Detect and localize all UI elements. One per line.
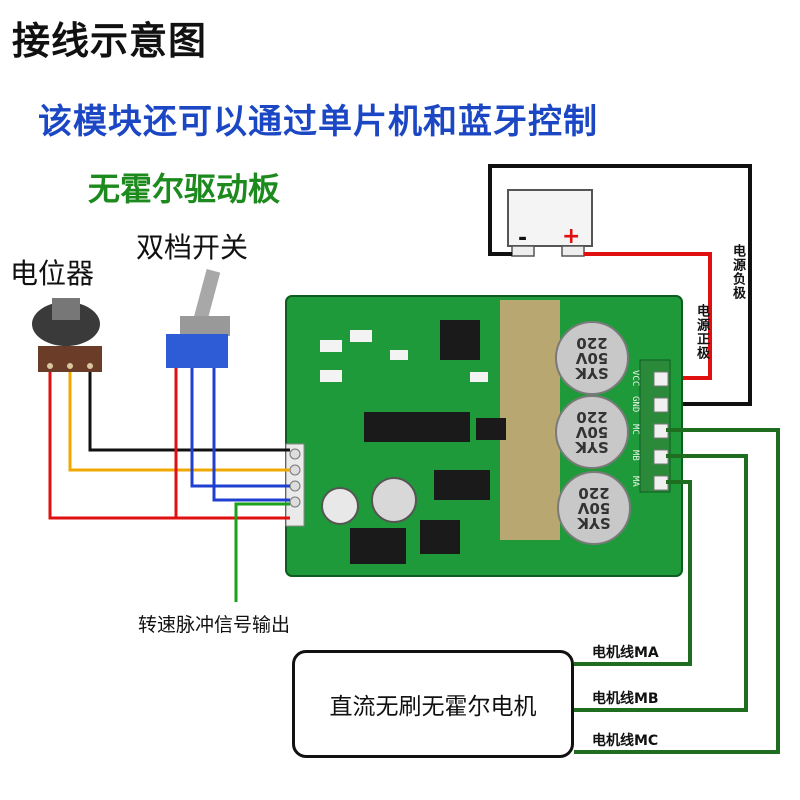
power-negative-label: 电源负极 <box>730 244 745 300</box>
pulse-output-wire <box>234 502 290 602</box>
motor-label: 直流无刷无霍尔电机 <box>329 694 537 720</box>
switch-label: 双档开关 <box>136 231 249 264</box>
motor-mb-wire <box>574 454 748 712</box>
switch-blue-wire-2 <box>212 368 290 502</box>
pin-gnd-label: GND <box>630 396 640 413</box>
toggle-switch-icon <box>166 269 230 368</box>
pin-vcc-label: VCC <box>630 370 640 387</box>
motor-wire-mb-label: 电机线MB <box>592 691 659 707</box>
motor-ma-wire <box>574 480 692 666</box>
pot-red-wire <box>48 372 290 520</box>
pulse-output-label: 转速脉冲信号输出 <box>138 614 291 636</box>
switch-blue-wire <box>190 368 290 488</box>
motor-wire-ma-label: 电机线MA <box>592 645 659 661</box>
board-pin-pads <box>289 371 669 508</box>
battery-icon <box>507 189 593 257</box>
motor-wire-mc-label: 电机线MC <box>592 733 659 749</box>
power-negative-wire <box>488 164 752 406</box>
board-label: 无霍尔驱动板 <box>88 170 281 208</box>
potentiometer-label: 电位器 <box>10 257 95 290</box>
battery-minus: - <box>518 226 528 251</box>
pin-mb-label: MB <box>630 450 640 461</box>
page-title: 接线示意图 <box>12 19 208 63</box>
pot-black-wire <box>88 372 290 452</box>
power-positive-label: 电源正极 <box>694 304 709 360</box>
battery-plus: + <box>562 224 581 249</box>
motor-mc-wire <box>574 428 780 754</box>
page-subtitle: 该模块还可以通过单片机和蓝牙控制 <box>38 102 598 142</box>
pot-yellow-wire <box>68 372 290 472</box>
pin-mc-label: MC <box>630 424 640 435</box>
potentiometer-icon <box>32 298 102 372</box>
motor-box: 直流无刷无霍尔电机 <box>292 650 574 758</box>
driver-board <box>285 295 683 577</box>
pin-ma-label: MA <box>630 476 640 487</box>
power-positive-wire <box>584 252 712 380</box>
